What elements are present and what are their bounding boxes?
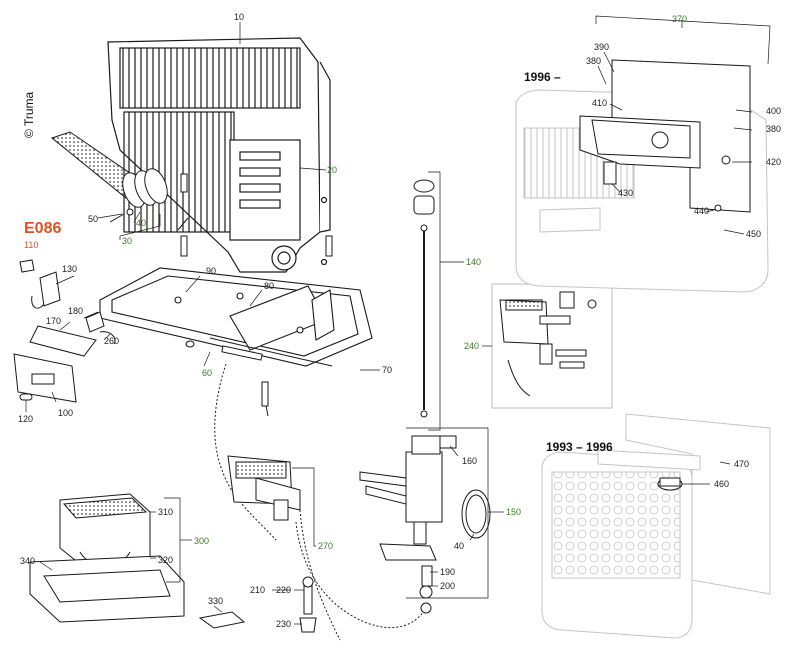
- callout-180: 180: [68, 306, 84, 316]
- callout-100: 100: [58, 408, 74, 418]
- callout-440: 440: [694, 206, 710, 216]
- callout-200: 200: [440, 581, 456, 591]
- callout-30: 30: [122, 236, 133, 246]
- heat-exchanger: [107, 37, 331, 273]
- callout-450: 450: [746, 229, 762, 239]
- callout-260: 260: [104, 336, 120, 346]
- callout-390: 390: [594, 42, 610, 52]
- leader-lines: [25, 15, 771, 625]
- callout-370: 370: [672, 14, 688, 24]
- callout-120: 120: [18, 414, 34, 424]
- gas-control-valve: [359, 435, 491, 614]
- callout-400: 400: [766, 106, 782, 116]
- variant-label-1993: 1993 – 1996: [546, 440, 613, 454]
- callout-50: 50: [88, 214, 99, 224]
- callout-340: 340: [20, 556, 36, 566]
- callout-70: 70: [382, 365, 393, 375]
- bolts: [180, 173, 333, 257]
- callout-210: 210: [250, 585, 266, 595]
- thermocouple: [295, 521, 427, 629]
- callout-160: 160: [462, 456, 478, 466]
- callout-220: 220: [276, 585, 292, 595]
- callout-300: 300: [194, 536, 210, 546]
- base-plate: [99, 267, 373, 367]
- callout-380-left: 380: [586, 56, 602, 66]
- callout-310: 310: [158, 507, 174, 517]
- callout-460: 460: [714, 479, 730, 489]
- burner-assembly: [227, 455, 341, 641]
- variant-label-1996: 1996 –: [524, 70, 561, 84]
- callout-20: 20: [327, 165, 338, 175]
- control-panel-parts: [13, 259, 116, 403]
- callout-430: 430: [618, 188, 634, 198]
- callout-380-right: 380: [766, 124, 782, 134]
- exhaust-duct: [50, 131, 189, 231]
- callout-40: 40: [136, 218, 147, 228]
- callout-140: 140: [466, 257, 482, 267]
- callout-240: 240: [464, 341, 480, 351]
- callout-270: 270: [318, 541, 334, 551]
- mounting-frame-1996: [579, 59, 751, 213]
- callout-130: 130: [62, 264, 78, 274]
- callout-330: 330: [208, 596, 224, 606]
- detail-inset-240: [491, 283, 613, 409]
- callout-190: 190: [440, 567, 456, 577]
- blower-assembly: [29, 493, 246, 629]
- operating-rod: [413, 179, 435, 418]
- thermostat-knob: [657, 477, 683, 491]
- model-code: E086: [24, 220, 62, 237]
- callout-110: 110: [24, 240, 39, 250]
- callout-60: 60: [202, 368, 213, 378]
- brand-watermark: © Truma: [22, 91, 36, 138]
- pilot-parts: [299, 576, 317, 633]
- callout-150: 150: [506, 507, 522, 517]
- callout-40-seal: 40: [454, 541, 465, 551]
- callout-230: 230: [276, 619, 292, 629]
- casing-1993: [541, 413, 771, 639]
- callout-90: 90: [206, 266, 217, 276]
- callout-170: 170: [46, 316, 62, 326]
- callout-420: 420: [766, 157, 782, 167]
- callout-80: 80: [264, 281, 275, 291]
- ignition-parts: [209, 337, 333, 541]
- callout-470: 470: [734, 459, 750, 469]
- callout-10: 10: [234, 12, 245, 22]
- callout-320: 320: [158, 555, 174, 565]
- callout-410: 410: [592, 98, 608, 108]
